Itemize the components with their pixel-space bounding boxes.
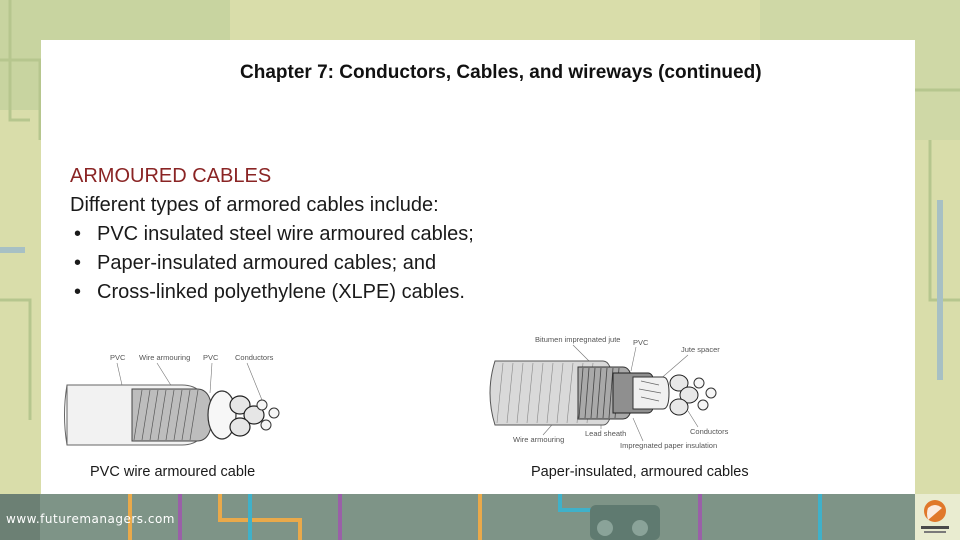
slide-body: ARMOURED CABLES Different types of armor… (70, 162, 630, 307)
label-lead-sheath: Lead sheath (585, 429, 626, 438)
bullet-glyph: • (74, 281, 82, 303)
label-pvc: PVC (633, 338, 649, 347)
section-heading: ARMOURED CABLES (70, 165, 272, 187)
bullet-item: • Paper-insulated armoured cables; and (70, 249, 630, 278)
label-wire-armouring: Wire armouring (513, 435, 564, 444)
label-pvc-outer: PVC (110, 353, 126, 362)
figure-caption-left: PVC wire armoured cable (90, 464, 256, 480)
bullet-text: PVC insulated steel wire armoured cables… (97, 223, 474, 245)
bullet-item: • Cross-linked polyethylene (XLPE) cable… (70, 278, 630, 307)
pvc-armoured-cable-illustration: PVC Wire armouring PVC Conductors (64, 353, 280, 446)
slide-title: Chapter 7: Conductors, Cables, and wirew… (240, 62, 762, 83)
bullet-glyph: • (74, 252, 82, 274)
label-bitumen-jute: Bitumen impregnated jute (535, 335, 620, 344)
bullet-item: • PVC insulated steel wire armoured cabl… (70, 220, 630, 249)
bullet-text: Paper-insulated armoured cables; and (97, 252, 437, 274)
intro-text: Different types of armored cables includ… (70, 194, 439, 216)
footer-website-link[interactable]: www.futuremanagers.com (6, 512, 175, 526)
figure-caption-right: Paper-insulated, armoured cables (531, 464, 749, 480)
bullet-text: Cross-linked polyethylene (XLPE) cables. (97, 281, 465, 303)
label-conductors: Conductors (235, 353, 274, 362)
label-wire-armouring: Wire armouring (139, 353, 190, 362)
label-conductors: Conductors (690, 427, 729, 436)
label-impregnated-paper: Impregnated paper insulation (620, 441, 717, 450)
label-pvc-inner: PVC (203, 353, 219, 362)
paper-insulated-cable-illustration: Bitumen impregnated jute PVC Jute spacer… (489, 335, 729, 450)
label-jute-spacer: Jute spacer (681, 345, 720, 354)
bullet-glyph: • (74, 223, 82, 245)
future-managers-logo (921, 500, 949, 533)
